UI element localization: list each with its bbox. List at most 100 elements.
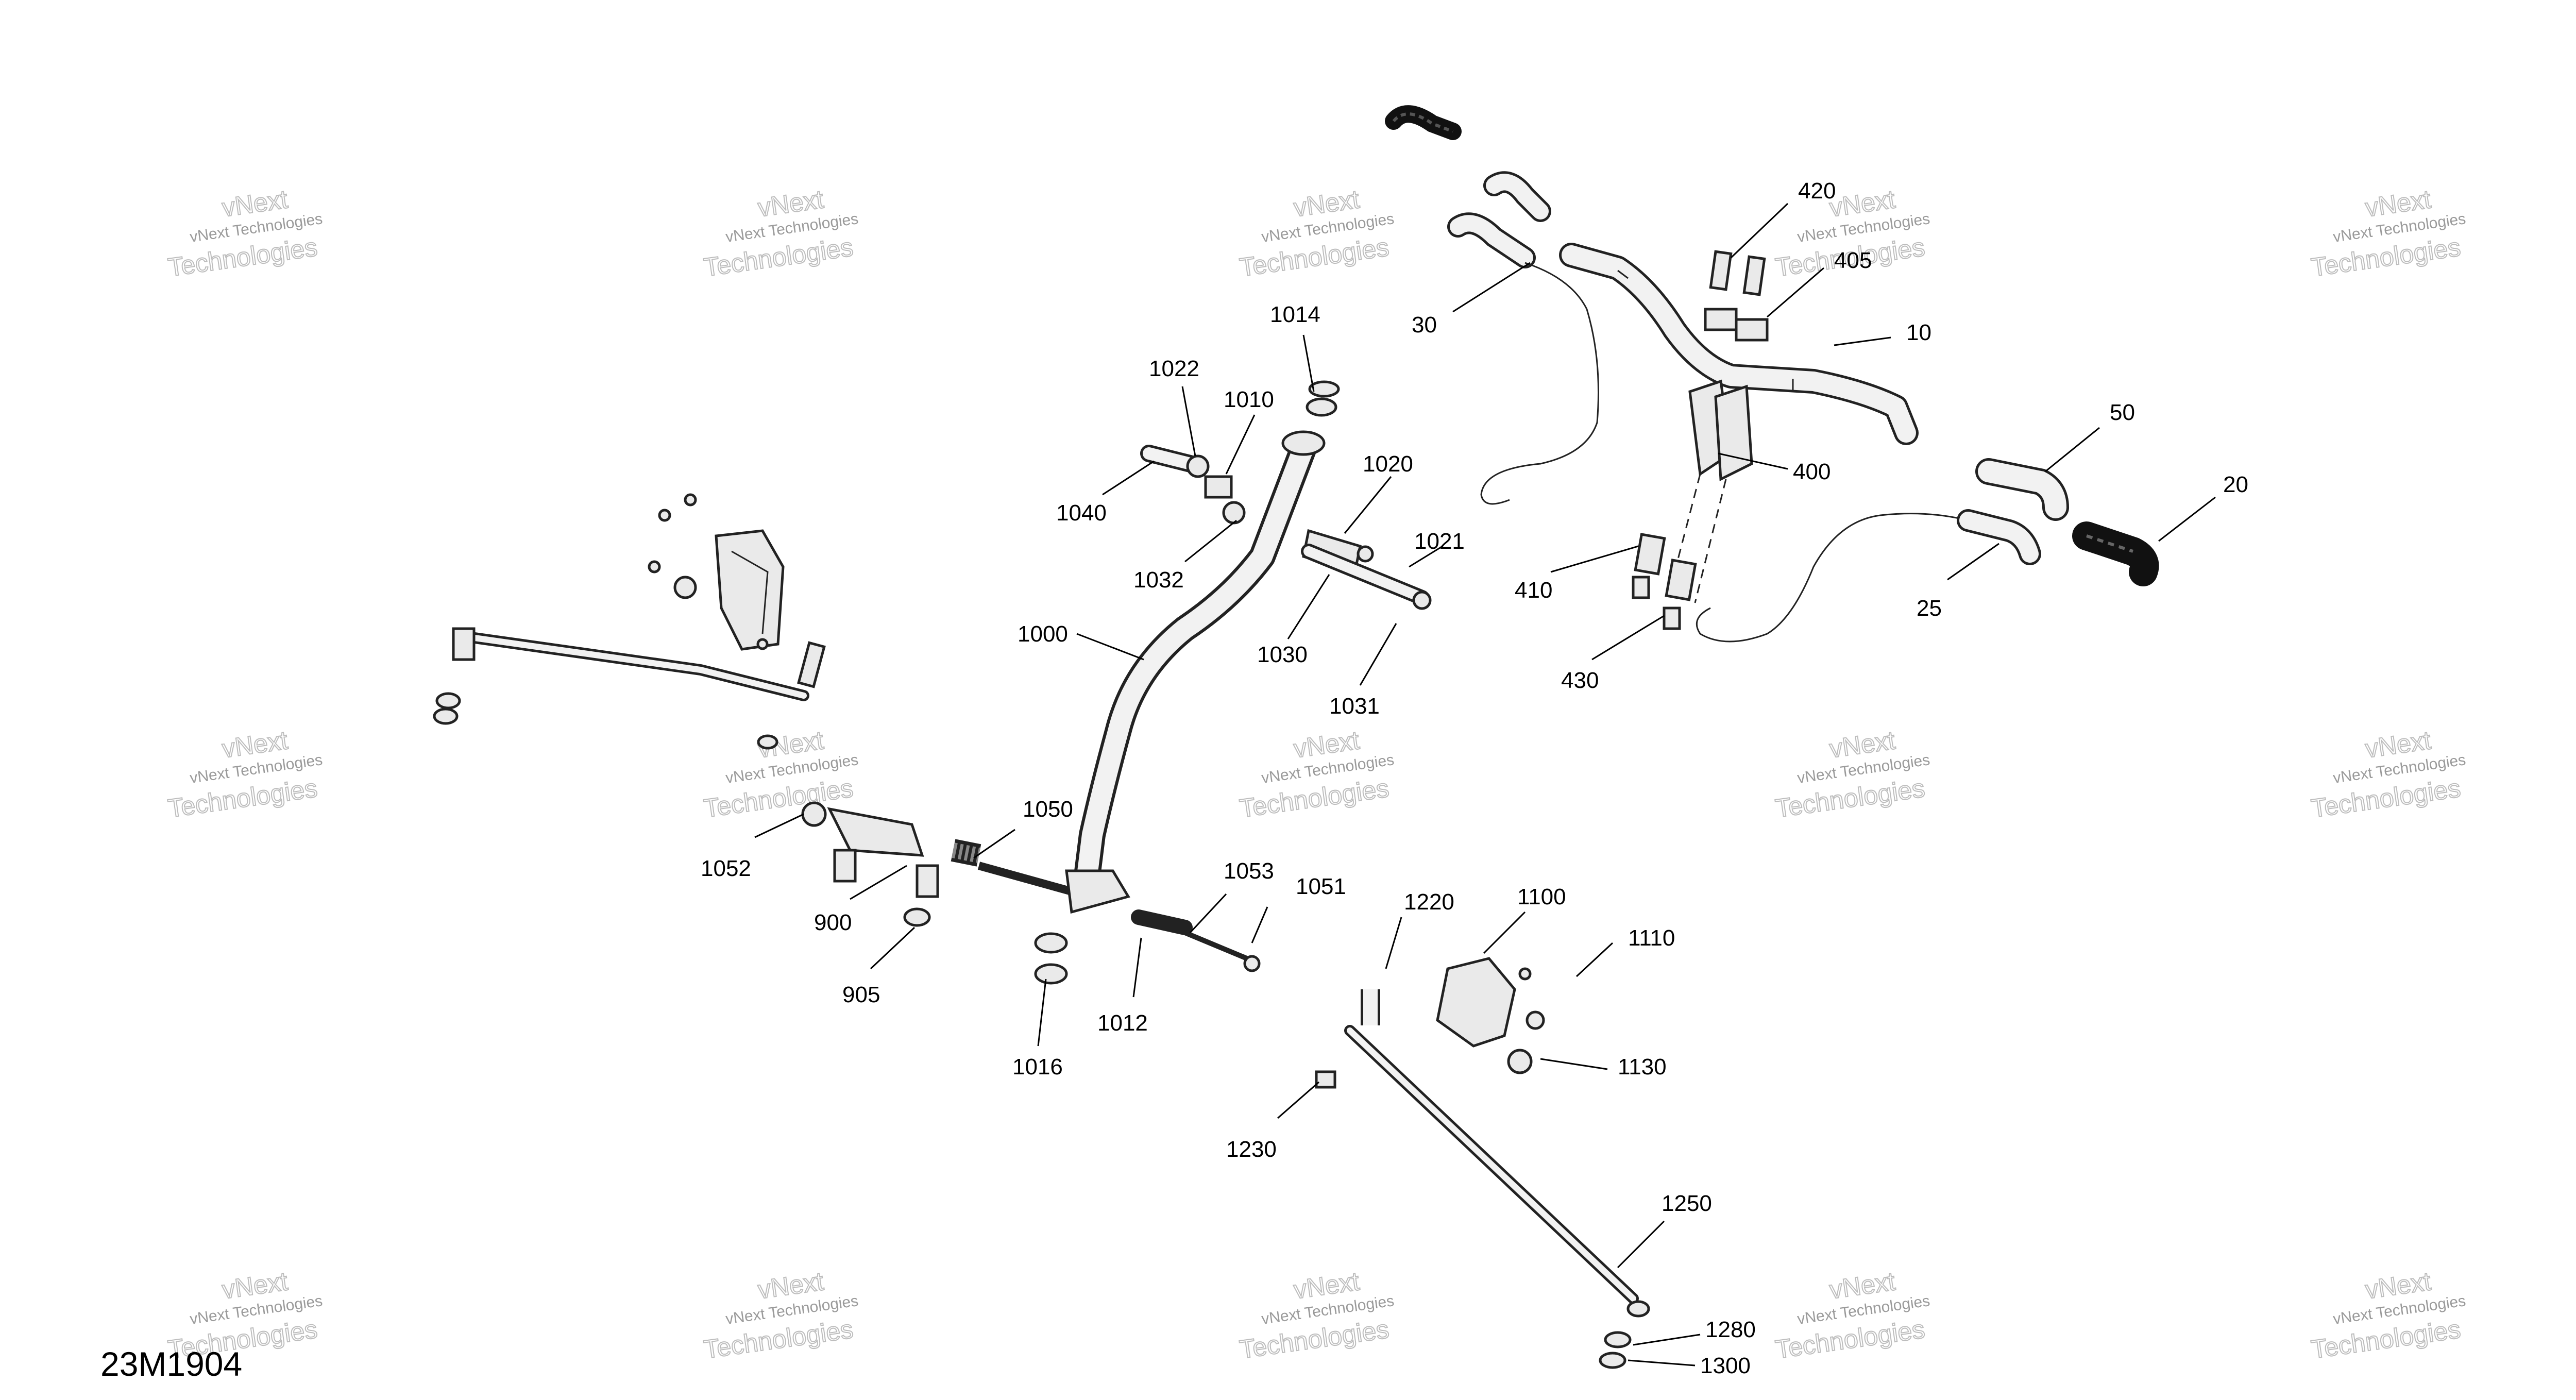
svg-text:25: 25: [1917, 596, 1942, 621]
svg-text:1030: 1030: [1257, 642, 1308, 667]
svg-text:1020: 1020: [1363, 451, 1413, 477]
callout-1110: 1110: [1575, 925, 1675, 977]
svg-text:1100: 1100: [1517, 884, 1566, 909]
steering-column-1000: [1074, 380, 1432, 878]
right-tie-rod-1250: [1315, 957, 1650, 1369]
svg-text:1021: 1021: [1414, 529, 1465, 554]
svg-text:1010: 1010: [1224, 387, 1274, 412]
svg-text:Technologies: Technologies: [2310, 232, 2463, 282]
callout-1050: 1050: [973, 797, 1073, 859]
svg-text:10: 10: [1906, 320, 1931, 345]
svg-text:1053: 1053: [1224, 858, 1274, 884]
svg-text:Technologies: Technologies: [1238, 1314, 1391, 1364]
svg-text:20: 20: [2223, 472, 2248, 497]
callout-25: 25: [1917, 543, 1999, 621]
callout-1032: 1032: [1133, 519, 1237, 593]
grip-50: [1975, 458, 2069, 521]
callout-400: 400: [1718, 452, 1831, 484]
watermark: vNext vNext Technologies Technologies: [2309, 184, 2467, 282]
watermarks: vNext vNext Technologies Technologies vN…: [166, 184, 2467, 1364]
svg-text:1300: 1300: [1700, 1353, 1751, 1378]
svg-text:1230: 1230: [1226, 1137, 1277, 1162]
svg-text:Technologies: Technologies: [2310, 773, 2463, 823]
svg-text:30: 30: [1412, 312, 1437, 338]
svg-text:1012: 1012: [1097, 1010, 1148, 1036]
svg-text:1052: 1052: [701, 856, 751, 881]
callout-50: 50: [2045, 400, 2135, 473]
hose-30: [1447, 171, 1599, 505]
svg-text:Technologies: Technologies: [1238, 232, 1391, 282]
callout-1010: 1010: [1224, 387, 1274, 475]
callout-1300: 1300: [1628, 1353, 1751, 1378]
watermark: vNext vNext Technologies Technologies: [2309, 1266, 2467, 1364]
svg-text:1031: 1031: [1329, 694, 1380, 719]
svg-text:1250: 1250: [1662, 1191, 1712, 1216]
watermark: vNext vNext Technologies Technologies: [1238, 1266, 1395, 1364]
hose-top-dark: [1385, 105, 1462, 140]
svg-text:Technologies: Technologies: [702, 232, 855, 282]
svg-text:1014: 1014: [1270, 302, 1320, 327]
svg-text:Technologies: Technologies: [1774, 1314, 1927, 1364]
callouts: 30 420 405 10 1014 1022 1010 1020: [701, 178, 2248, 1378]
watermark: vNext vNext Technologies Technologies: [702, 184, 859, 282]
callout-1040: 1040: [1056, 460, 1155, 526]
svg-text:1051: 1051: [1296, 874, 1346, 899]
svg-text:1016: 1016: [1012, 1054, 1063, 1079]
svg-text:Technologies: Technologies: [702, 1314, 855, 1364]
callout-1230: 1230: [1226, 1081, 1319, 1162]
watermark: vNext vNext Technologies Technologies: [702, 725, 859, 823]
callout-410: 410: [1515, 545, 1639, 603]
svg-text:1022: 1022: [1149, 356, 1199, 381]
callout-1022: 1022: [1149, 356, 1199, 457]
svg-text:1280: 1280: [1705, 1317, 1756, 1342]
callout-1130: 1130: [1540, 1054, 1667, 1079]
callout-430: 430: [1561, 615, 1665, 693]
callout-30: 30: [1412, 262, 1531, 338]
svg-text:Technologies: Technologies: [166, 773, 319, 823]
callout-1100: 1100: [1483, 884, 1566, 954]
drawing-code: 23M1904: [100, 1345, 242, 1383]
svg-text:405: 405: [1834, 248, 1872, 273]
callout-900: 900: [814, 865, 907, 935]
callout-1014: 1014: [1270, 302, 1320, 392]
svg-text:900: 900: [814, 910, 852, 935]
svg-text:1050: 1050: [1023, 797, 1073, 822]
callout-420: 420: [1730, 178, 1836, 259]
svg-text:Technologies: Technologies: [1774, 773, 1927, 823]
watermark: vNext vNext Technologies Technologies: [1238, 184, 1395, 282]
callout-1051: 1051: [1251, 874, 1346, 943]
callout-1012: 1012: [1097, 937, 1148, 1036]
watermark: vNext vNext Technologies Technologies: [702, 1266, 859, 1364]
svg-text:1220: 1220: [1404, 889, 1454, 915]
callout-1021: 1021: [1409, 529, 1465, 568]
wire-25: [1696, 509, 2041, 643]
callout-405: 405: [1767, 248, 1872, 318]
riser-clamps: [1632, 250, 1769, 630]
svg-text:Technologies: Technologies: [2310, 1314, 2463, 1364]
svg-text:410: 410: [1515, 578, 1552, 603]
parts: [433, 105, 2159, 1369]
callout-1053: 1053: [1189, 858, 1274, 934]
watermark: vNext vNext Technologies Technologies: [1773, 1266, 1931, 1364]
svg-text:1130: 1130: [1618, 1054, 1667, 1079]
svg-text:1110: 1110: [1628, 925, 1675, 951]
callout-1052: 1052: [701, 813, 804, 881]
handlebar-10: [1559, 243, 1919, 445]
callout-1030: 1030: [1257, 574, 1330, 667]
svg-text:Technologies: Technologies: [166, 232, 319, 282]
callout-10: 10: [1834, 320, 1931, 346]
svg-text:Technologies: Technologies: [1238, 773, 1391, 823]
callout-1280: 1280: [1633, 1317, 1756, 1346]
callout-1250: 1250: [1617, 1191, 1712, 1269]
watermark: vNext vNext Technologies Technologies: [1773, 725, 1931, 823]
svg-text:420: 420: [1798, 178, 1836, 204]
lower-assembly: [801, 801, 1261, 985]
watermark: vNext vNext Technologies Technologies: [166, 184, 324, 282]
svg-text:430: 430: [1561, 668, 1599, 693]
callout-1020: 1020: [1344, 451, 1413, 534]
left-tie-rod: [433, 493, 826, 750]
svg-text:1000: 1000: [1018, 621, 1068, 647]
svg-text:905: 905: [842, 982, 880, 1007]
svg-text:400: 400: [1793, 459, 1831, 484]
